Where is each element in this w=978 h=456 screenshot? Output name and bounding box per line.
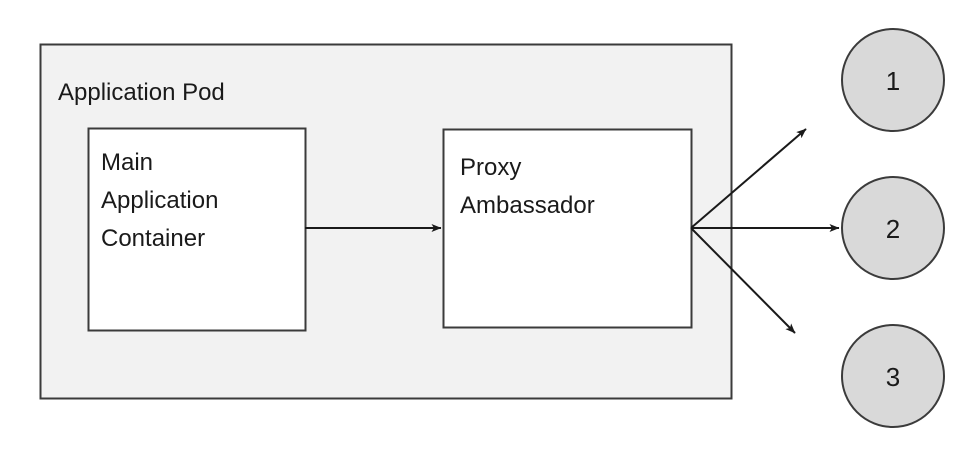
- main-application-container-label-line-2: Application: [101, 187, 218, 214]
- main-application-container[interactable]: [87, 127, 307, 332]
- main-application-container-label-line-3: Container: [101, 225, 205, 252]
- main-application-container-label-line-1: Main: [101, 149, 153, 176]
- proxy-ambassador-container[interactable]: [442, 128, 693, 329]
- service-node-2-label: 2: [886, 214, 900, 244]
- service-node-2[interactable]: [841, 176, 945, 280]
- service-node-3-label: 3: [886, 362, 900, 392]
- service-node-1[interactable]: [841, 28, 945, 132]
- application-pod-label: Application Pod: [58, 79, 225, 106]
- arrow-proxy-to-service-3: [690, 227, 796, 334]
- arrow-proxy-to-service-1: [690, 128, 807, 229]
- proxy-ambassador-label-line-1: Proxy: [460, 154, 521, 181]
- proxy-ambassador-label-line-2: Ambassador: [460, 192, 595, 219]
- service-node-3[interactable]: [841, 324, 945, 428]
- service-node-1-label: 1: [886, 66, 900, 96]
